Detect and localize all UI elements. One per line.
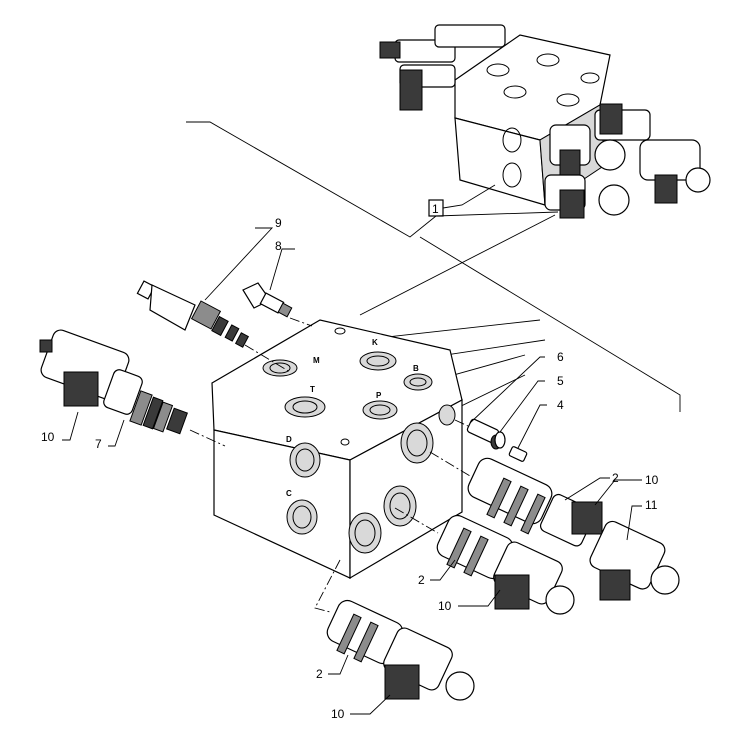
port-letter-d: D — [286, 435, 292, 444]
callout-9: 9 — [275, 216, 282, 230]
callout-1-label: 1 — [432, 202, 439, 216]
callout-10-right: 10 — [645, 473, 659, 487]
part-4-orifice — [508, 446, 528, 462]
part-7-solenoid-cartridge — [39, 329, 188, 435]
callout-7: 7 — [95, 437, 102, 451]
callout-1-group: 1 — [186, 121, 681, 461]
main-valve-block: K M T P B D C — [211, 319, 463, 580]
callout-10-middle: 10 — [438, 599, 452, 613]
callout-8: 8 — [275, 239, 282, 253]
part-9-cartridge — [136, 280, 250, 348]
port-letter-k: K — [372, 338, 378, 347]
port-letter-m: M — [313, 356, 320, 365]
part-2-cartridge-bottom — [326, 599, 475, 701]
port-letter-t: T — [310, 385, 315, 394]
callout-6: 6 — [557, 350, 564, 364]
callout-11: 11 — [645, 498, 658, 512]
callout-10-left: 10 — [41, 430, 55, 444]
port-letter-b: B — [413, 364, 419, 373]
callout-leaders — [62, 227, 642, 715]
part-8-plug — [242, 282, 293, 318]
callout-5: 5 — [557, 374, 564, 388]
callout-4: 4 — [557, 398, 564, 412]
part-5-seal — [494, 431, 506, 449]
part-2-cartridge-middle — [436, 514, 575, 615]
callout-2-middle: 2 — [418, 573, 425, 587]
callout-2-bottom: 2 — [316, 667, 323, 681]
callout-labels: 9 8 10 7 6 5 4 2 10 11 2 10 2 10 — [41, 216, 659, 721]
part-2-cartridge-with-solenoid-11 — [467, 457, 680, 601]
assembly-axis-lines — [189, 317, 471, 613]
port-letter-c: C — [286, 489, 292, 498]
assembled-valve-block — [379, 24, 711, 219]
port-letter-p: P — [376, 391, 382, 400]
callout-2-right: 2 — [612, 471, 619, 485]
callout-10-bottom: 10 — [331, 707, 345, 721]
